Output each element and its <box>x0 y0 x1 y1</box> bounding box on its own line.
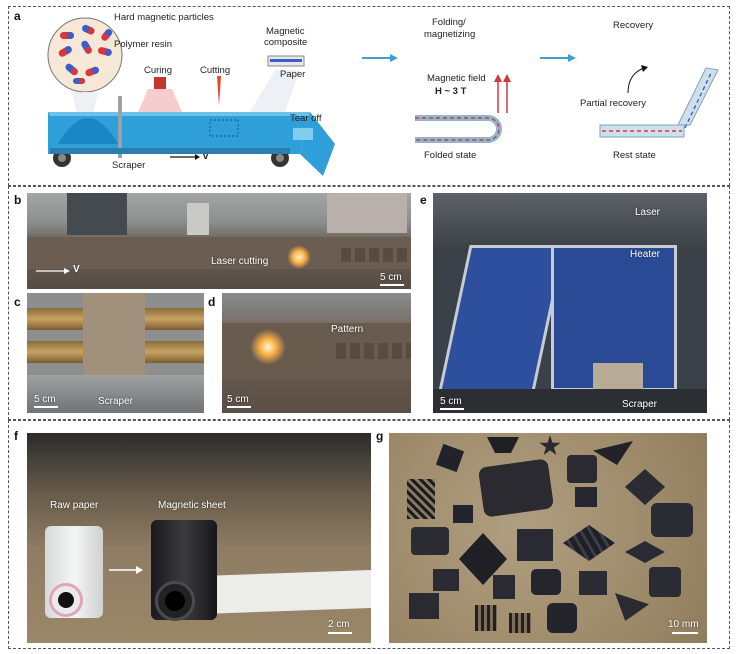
scale-bar-c <box>34 406 58 408</box>
spark <box>287 245 311 269</box>
panel-b-label: b <box>14 193 22 207</box>
panel-bcde-frame <box>8 186 730 420</box>
origami-boat <box>487 437 519 453</box>
heater-label: Heater <box>630 249 661 260</box>
panel-fg-frame <box>8 420 730 649</box>
photo-laser-cutting <box>27 193 411 289</box>
velocity-label: v <box>203 151 209 162</box>
hard-magnetic-particles <box>58 24 113 84</box>
panel-e-label: e <box>420 193 427 207</box>
scale-bar-e <box>440 408 464 410</box>
origami-crane <box>477 458 555 518</box>
scraper-blade <box>118 96 122 158</box>
resin-dome <box>58 118 118 144</box>
fabrication-schematic <box>47 17 719 176</box>
raw-paper-label: Raw paper <box>50 500 99 511</box>
scale-label-f: 2 cm <box>328 619 350 630</box>
scale-bar-g <box>672 632 698 634</box>
velocity-arrow <box>36 268 70 274</box>
scraper-label: Scraper <box>112 160 146 171</box>
composite-label-2: composite <box>264 37 308 48</box>
resin-label: Polymer resin <box>114 39 173 50</box>
folded-state-label: Folded state <box>424 150 477 161</box>
folding-label-1: Folding/ <box>432 17 466 28</box>
recovery-label: Recovery <box>613 20 654 31</box>
panel-a-frame <box>8 6 730 186</box>
rest-state-strip <box>599 67 719 138</box>
paper-label: Paper <box>280 69 306 80</box>
particles-label: Hard magnetic particles <box>114 12 214 23</box>
scale-bar-f <box>328 632 352 634</box>
composite-label-1: Magnetic <box>266 26 305 37</box>
scale-label-b: 5 cm <box>380 272 402 283</box>
laser-label-e: Laser <box>635 207 661 218</box>
partial-recovery-label: Partial recovery <box>580 98 646 109</box>
scale-bar-d <box>227 406 251 408</box>
origami-spring <box>407 479 435 519</box>
scale-bar-b <box>380 284 404 286</box>
scale-label-e: 5 cm <box>440 396 462 407</box>
scale-label-c: 5 cm <box>34 394 56 405</box>
photo-paper-rolls <box>27 433 371 643</box>
cutting-label: Cutting <box>200 65 231 76</box>
folding-label-2: magnetizing <box>424 29 476 40</box>
panel-d-label: d <box>208 295 216 309</box>
curing-label: Curing <box>144 65 172 76</box>
photo-origami <box>389 433 707 643</box>
magnetic-field-label: Magnetic field <box>427 73 486 84</box>
velocity-label-b: V <box>73 264 80 275</box>
photo-pattern <box>222 293 411 413</box>
laser-cutting-label: Laser cutting <box>211 256 269 267</box>
tear-off-label: Tear off <box>290 113 322 124</box>
panel-c-label: c <box>14 295 21 309</box>
field-value-label: H ~ 3 T <box>435 86 467 97</box>
panel-g-label: g <box>376 429 384 443</box>
paper-strip <box>202 570 371 614</box>
magnetic-sheet-label: Magnetic sheet <box>158 500 226 511</box>
folded-strip <box>415 115 502 143</box>
photo-machine <box>433 193 707 413</box>
scraper-label-e: Scraper <box>622 399 658 410</box>
scraper-label-c: Scraper <box>98 396 134 407</box>
scale-label-g: 10 mm <box>668 619 699 630</box>
pattern-label: Pattern <box>331 324 364 335</box>
panel-f-label: f <box>14 429 18 443</box>
scale-label-d: 5 cm <box>227 394 249 405</box>
spark-d <box>250 329 286 365</box>
panel-a-label: a <box>14 9 21 23</box>
rest-state-label: Rest state <box>613 150 656 161</box>
